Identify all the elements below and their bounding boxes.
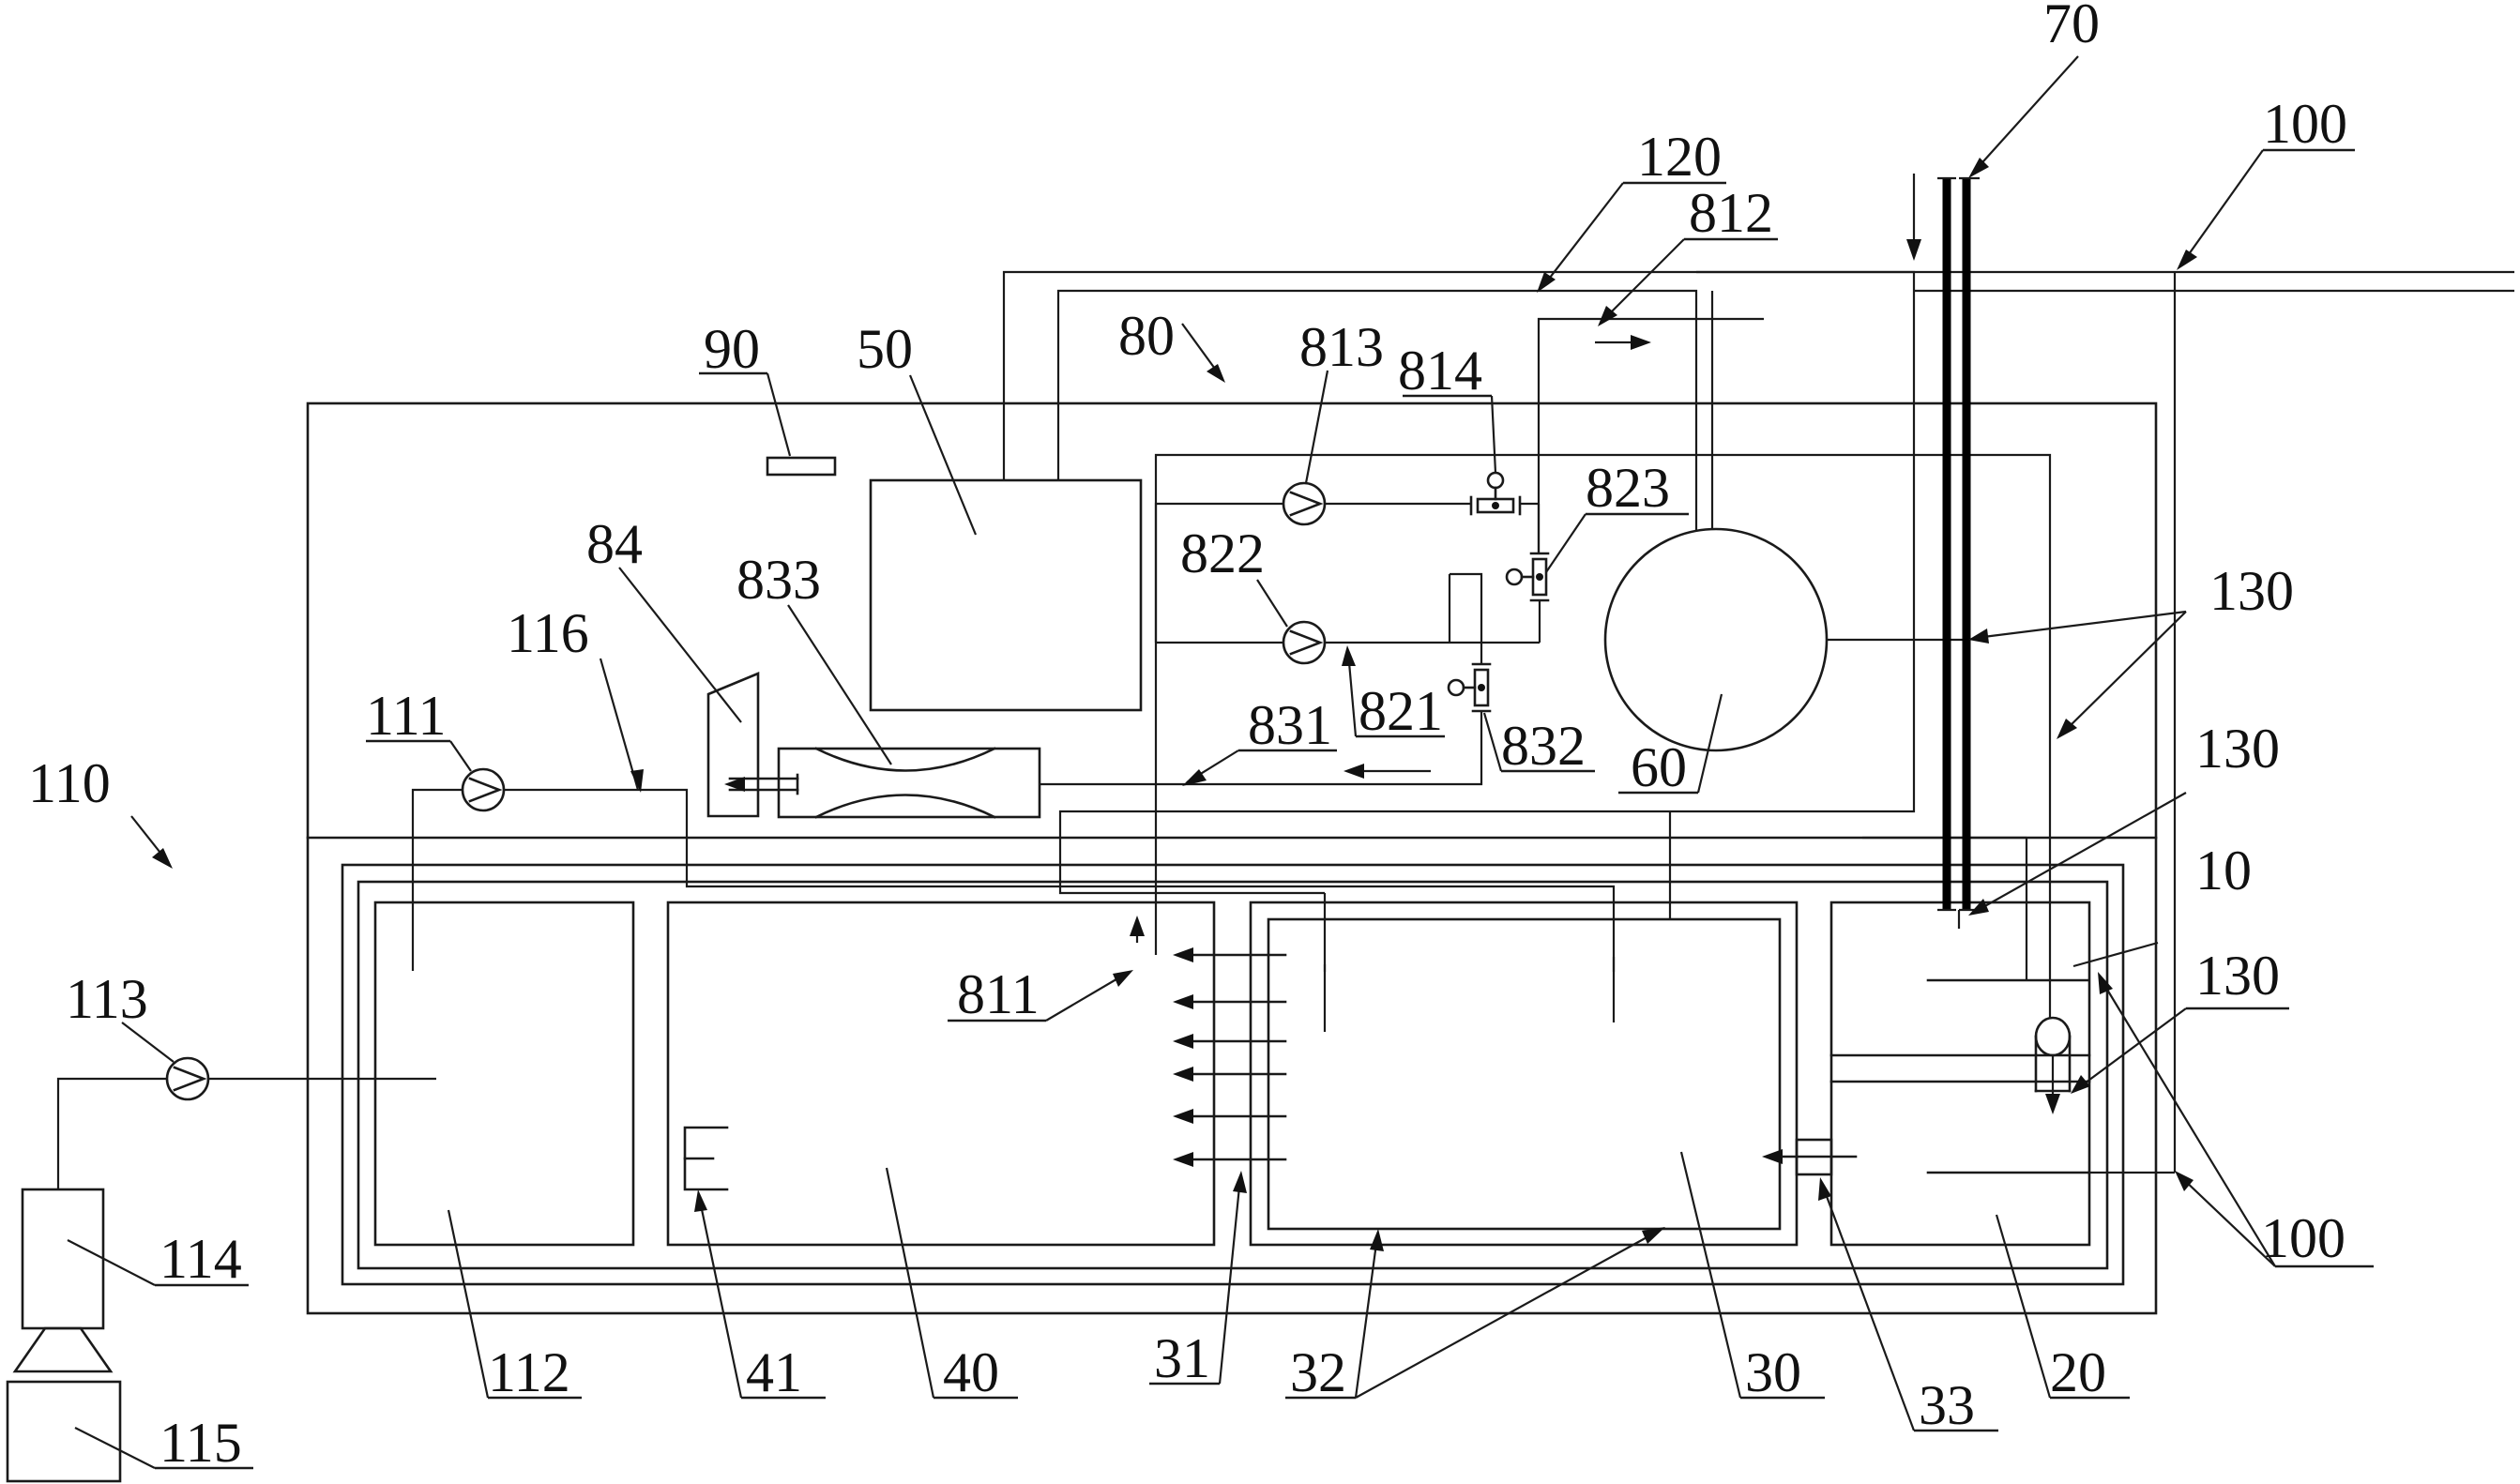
label-84: 84 [586, 513, 643, 575]
tank-30 [1249, 901, 1799, 1247]
label-831: 831 [1248, 694, 1332, 756]
valve-832 [1447, 662, 1492, 713]
tank-40 [666, 901, 1216, 1247]
valve-814 [1469, 471, 1522, 516]
label-20: 20 [2050, 1341, 2106, 1403]
label-112: 112 [488, 1341, 570, 1403]
venturi-833 [724, 747, 1041, 819]
leader-lines [67, 55, 2374, 1470]
label-812: 812 [1689, 182, 1773, 244]
label-814: 814 [1398, 340, 1482, 401]
label-120: 120 [1637, 126, 1722, 188]
unit-115 [6, 1380, 122, 1483]
connector-33 [1762, 1138, 1858, 1176]
label-130-a: 130 [2209, 560, 2294, 622]
label-31: 31 [1154, 1327, 1210, 1389]
label-111: 111 [366, 685, 447, 747]
label-813: 813 [1299, 316, 1384, 378]
label-40: 40 [943, 1341, 999, 1403]
piping [56, 174, 2514, 1189]
label-90: 90 [704, 318, 760, 380]
label-114: 114 [159, 1228, 242, 1290]
label-116: 116 [507, 602, 589, 664]
label-33: 33 [1919, 1374, 1975, 1436]
label-110: 110 [28, 752, 111, 814]
label-130-b: 130 [2195, 718, 2280, 780]
tube-70 [1937, 176, 1980, 929]
label-100-top: 100 [2263, 93, 2347, 155]
label-100-bottom: 100 [2261, 1207, 2345, 1269]
unit-84 [706, 672, 760, 818]
label-113: 113 [66, 968, 148, 1030]
label-821: 821 [1359, 680, 1443, 742]
sensor-41 [683, 1126, 729, 1191]
label-130-c: 130 [2195, 945, 2280, 1007]
label-80: 80 [1118, 305, 1175, 367]
label-833: 833 [736, 549, 821, 611]
pump-111 [461, 767, 506, 812]
unit-50 [869, 478, 1143, 712]
pump-813 [1282, 481, 1327, 526]
label-50: 50 [857, 318, 913, 380]
label-832: 832 [1501, 715, 1586, 777]
unit-90 [766, 456, 837, 477]
aerator-arrows-31 [1173, 947, 1287, 1167]
label-41: 41 [746, 1341, 802, 1403]
reference-labels: 70 100 120 812 80 90 50 813 814 823 84 8… [28, 0, 2347, 1474]
unit-114 [12, 1188, 114, 1373]
label-10: 10 [2195, 840, 2252, 901]
label-822: 822 [1180, 522, 1265, 584]
label-30: 30 [1745, 1341, 1801, 1403]
label-823: 823 [1586, 457, 1670, 519]
pump-113 [165, 1056, 210, 1101]
label-811: 811 [957, 963, 1040, 1025]
pump-822 [1282, 620, 1327, 665]
label-115: 115 [159, 1412, 242, 1474]
label-60: 60 [1631, 736, 1687, 798]
main-housing [306, 401, 2158, 1315]
tank-10-20 [1829, 901, 2091, 1247]
tank-112 [373, 901, 635, 1247]
label-70: 70 [2043, 0, 2100, 54]
label-32: 32 [1290, 1341, 1346, 1403]
valve-823 [1505, 552, 1550, 602]
